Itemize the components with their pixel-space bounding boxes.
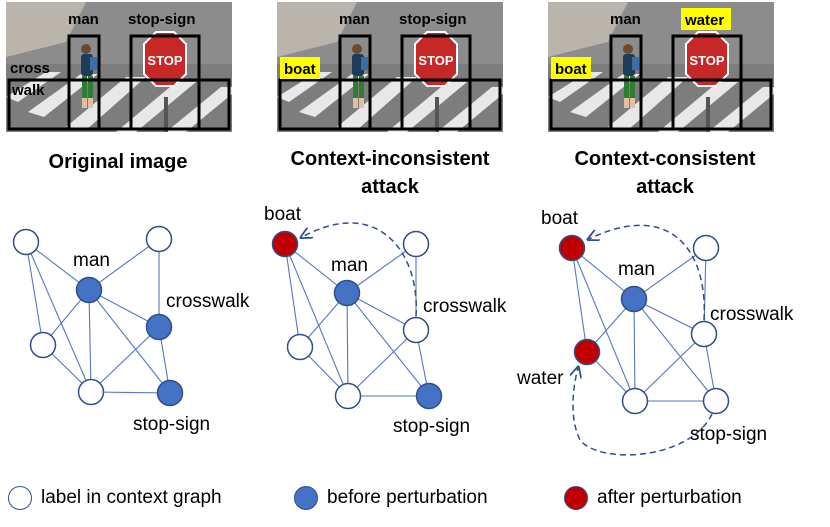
graph-node <box>77 378 105 406</box>
stop-sign-picture: STOP <box>685 31 729 132</box>
legend-item-empty: label in context graph <box>8 478 222 518</box>
bbox-label-man: man <box>68 11 99 28</box>
caption-line-2: attack <box>636 176 694 198</box>
legend-blue-node-icon <box>294 486 318 510</box>
stop-sign-picture: STOP <box>143 31 187 132</box>
bbox-label-man: man <box>339 11 370 28</box>
graph-node-crosswalk <box>402 316 430 344</box>
graph-node <box>692 234 720 262</box>
legend-item-after: after perturbation <box>564 478 742 518</box>
bbox-label-stop-sign: stop-sign <box>399 11 467 28</box>
legend-red-node-icon <box>564 486 588 510</box>
svg-text:STOP: STOP <box>418 53 453 68</box>
bbox-label-boat: boat <box>555 61 587 78</box>
graph-node-boat <box>271 230 299 258</box>
graph-node <box>12 228 40 256</box>
graph-original: man crosswalk stop-sign <box>12 225 250 435</box>
graph-label-man: man <box>331 255 368 276</box>
caption-line-1: Context-consistent <box>574 148 756 170</box>
detection-boxes <box>7 34 231 131</box>
graph-node <box>621 387 649 415</box>
caption-line-2: attack <box>361 176 419 198</box>
graph-node <box>334 382 362 410</box>
graph-label-crosswalk: crosswalk <box>710 304 794 325</box>
graph-node-stop-sign <box>156 379 184 407</box>
sidewalk <box>548 2 628 57</box>
graph-label-boat: boat <box>264 204 302 225</box>
context-graphs: man crosswalk stop-sign boat man <box>12 204 794 456</box>
perturbation-arrow-water <box>573 368 713 456</box>
bbox-crosswalk <box>7 78 231 131</box>
sidewalk <box>277 2 357 57</box>
perturbation-arrow <box>302 222 417 317</box>
graph-label-man: man <box>73 250 110 271</box>
legend: label in context graph before perturbati… <box>0 478 830 518</box>
graph-node-man <box>333 279 361 307</box>
graph-context-consistent: boat man crosswalk water stop-sign <box>516 208 794 456</box>
graph-node-water <box>573 338 601 366</box>
legend-label-empty: label in context graph <box>41 487 222 508</box>
graph-node <box>29 331 57 359</box>
bbox-label-water: water <box>684 12 724 29</box>
graph-label-crosswalk: crosswalk <box>166 291 250 312</box>
caption-line-1: Context-inconsistent <box>290 148 490 170</box>
legend-label-before: before perturbation <box>327 487 488 508</box>
caption-line-1: Original image <box>48 151 188 173</box>
graph-node-crosswalk <box>690 320 718 348</box>
context-inconsistent-photo: STOP man stop-sign boat <box>277 2 503 132</box>
bbox-boat <box>278 78 502 131</box>
graph-node-boat <box>558 234 586 262</box>
graph-node-stop-sign <box>702 387 730 415</box>
detection-boxes <box>549 34 773 131</box>
graph-label-water: water <box>516 368 564 389</box>
graph-node-man <box>75 276 103 304</box>
graph-node-stop-sign <box>415 382 443 410</box>
svg-text:STOP: STOP <box>147 53 182 68</box>
graph-label-stop-sign: stop-sign <box>393 416 470 437</box>
caption-context-consistent: Context-consistent attack <box>520 145 810 201</box>
legend-empty-node-icon <box>8 486 32 510</box>
svg-text:STOP: STOP <box>689 53 724 68</box>
man-picture <box>623 44 639 108</box>
man-picture <box>352 44 368 108</box>
caption-context-inconsistent: Context-inconsistent attack <box>250 145 530 201</box>
caption-original-image: Original image <box>0 148 236 176</box>
stop-sign-picture: STOP <box>414 31 458 132</box>
bbox-label-cross: cross <box>10 60 50 77</box>
graph-label-crosswalk: crosswalk <box>423 296 507 317</box>
graph-node <box>286 333 314 361</box>
highlight-water <box>681 8 731 30</box>
graph-node <box>145 225 173 253</box>
graph-label-boat: boat <box>541 208 579 229</box>
highlight-boat <box>280 57 320 79</box>
original-image-photo: STOP man stop-sign cross walk <box>6 2 232 132</box>
bbox-label-boat: boat <box>284 61 316 78</box>
graph-label-man: man <box>618 259 655 280</box>
graph-label-stop-sign: stop-sign <box>690 424 767 445</box>
graph-node-crosswalk <box>145 313 173 341</box>
graph-context-inconsistent: boat man crosswalk stop-sign <box>264 204 507 437</box>
graph-label-stop-sign: stop-sign <box>133 414 210 435</box>
bbox-label-walk: walk <box>11 82 45 99</box>
legend-item-before: before perturbation <box>294 478 488 518</box>
bbox-label-man: man <box>610 11 641 28</box>
bbox-label-stop-sign: stop-sign <box>128 11 196 28</box>
man-picture <box>81 44 97 108</box>
legend-label-after: after perturbation <box>597 487 742 508</box>
perturbation-arrow-boat <box>589 224 705 321</box>
highlight-boat <box>551 57 591 79</box>
graph-node-man <box>620 285 648 313</box>
sidewalk <box>6 2 86 57</box>
detection-boxes <box>278 34 502 131</box>
crosswalk-stripes <box>6 72 232 132</box>
graph-node <box>402 230 430 258</box>
context-consistent-photo: STOP man water boat <box>548 2 774 132</box>
bbox-boat <box>549 78 773 131</box>
